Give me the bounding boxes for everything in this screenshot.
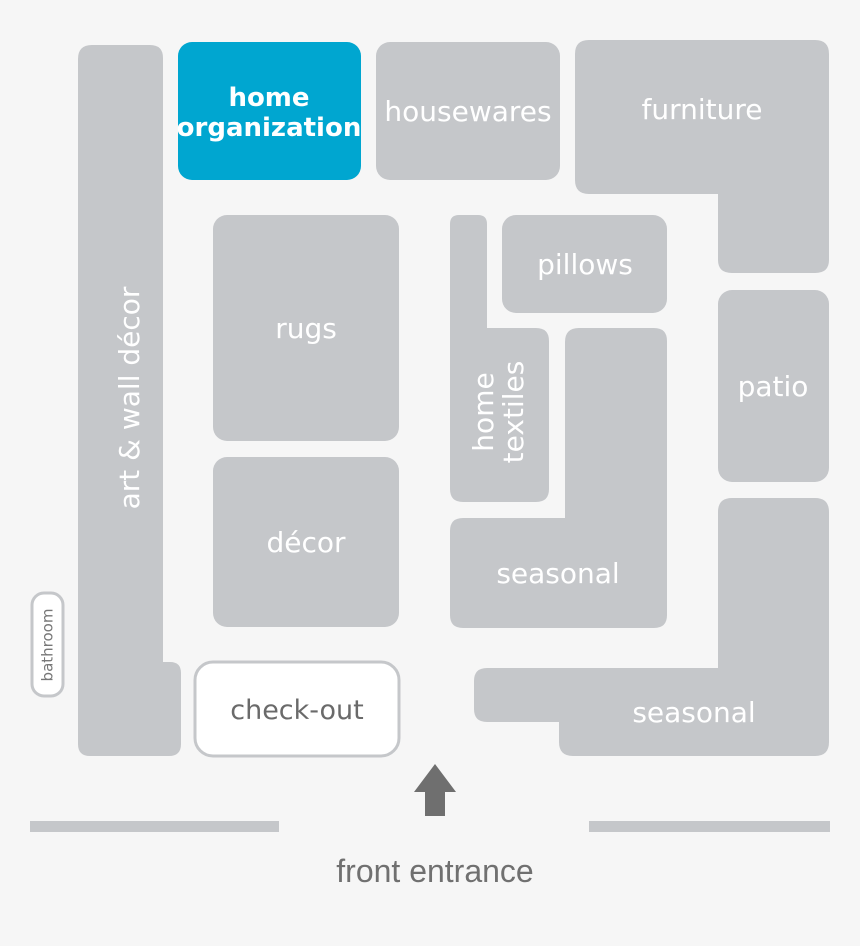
zone-patio[interactable]: patio [718, 290, 829, 482]
seasonal-right-label: seasonal [632, 696, 755, 729]
front-entrance-label: front entrance [336, 853, 533, 889]
zone-pillows[interactable]: pillows [502, 215, 667, 313]
zone-seasonal-right[interactable]: seasonal [474, 498, 829, 756]
home-organization-label-line2: organization [177, 113, 362, 143]
zone-home-textiles[interactable]: home textiles [450, 215, 549, 502]
zone-furniture[interactable]: furniture [575, 40, 829, 273]
decor-label: décor [266, 526, 346, 559]
arrow-up-icon [414, 764, 456, 816]
front-wall-left [30, 821, 279, 832]
zone-home-organization[interactable]: home organization [177, 42, 362, 180]
bathroom-label: bathroom [39, 609, 57, 682]
zone-housewares[interactable]: housewares [376, 42, 560, 180]
zone-bathroom[interactable]: bathroom [30, 591, 65, 698]
home-organization-label-line1: home [228, 83, 309, 113]
zone-rugs[interactable]: rugs [213, 215, 399, 441]
front-wall-right [589, 821, 830, 832]
art-wall-decor-label: art & wall décor [113, 286, 146, 509]
seasonal-center-label: seasonal [496, 557, 619, 590]
zone-checkout[interactable]: check-out [193, 660, 401, 758]
zone-art-wall-decor[interactable]: art & wall décor [78, 45, 181, 756]
pillows-label: pillows [537, 248, 633, 281]
housewares-label: housewares [384, 95, 551, 128]
patio-label: patio [738, 370, 809, 403]
rugs-label: rugs [275, 312, 337, 345]
home-textiles-label-line2: textiles [497, 361, 530, 464]
furniture-label: furniture [642, 93, 763, 126]
checkout-label: check-out [230, 695, 364, 726]
zone-seasonal-center[interactable]: seasonal [450, 328, 667, 628]
zone-decor[interactable]: décor [213, 457, 399, 627]
home-textiles-label-line1: home [467, 372, 500, 451]
